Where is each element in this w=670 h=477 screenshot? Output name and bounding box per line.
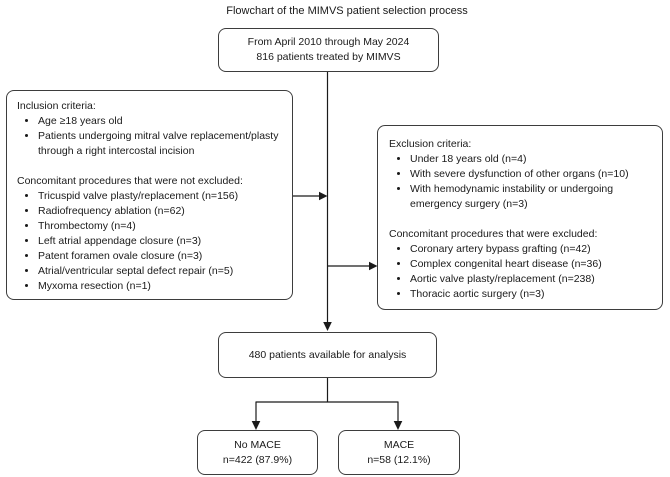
bullet-item: Radiofrequency ablation (n=62) xyxy=(38,204,284,219)
inclusion-items-list: Age ≥18 years oldPatients undergoing mit… xyxy=(17,114,284,159)
bullet-item: Coronary artery bypass grafting (n=42) xyxy=(410,242,654,257)
bullet-item: With severe dysfunction of other organs … xyxy=(410,167,654,182)
start-box: From April 2010 through May 2024 816 pat… xyxy=(218,28,439,72)
bullet-item: Thrombectomy (n=4) xyxy=(38,219,284,234)
start-box-line2: 816 patients treated by MIMVS xyxy=(256,51,401,63)
bullet-item: Complex congenital heart disease (n=36) xyxy=(410,257,654,272)
down-arrowhead-no-mace-icon xyxy=(251,421,261,430)
right-arrowhead-exclusion-icon xyxy=(369,261,378,271)
exclusion-heading: Exclusion criteria: xyxy=(389,138,472,150)
bullet-item: Aortic valve plasty/replacement (n=238) xyxy=(410,272,654,287)
exclusion-criteria-box: Exclusion criteria: Under 18 years old (… xyxy=(377,125,663,310)
excluded-procedures-section: Concomitant procedures that were exclude… xyxy=(389,227,654,302)
figure-title: Flowchart of the MIMVS patient selection… xyxy=(226,5,468,17)
down-arrowhead-analysis-icon xyxy=(323,322,332,331)
bullet-item: Under 18 years old (n=4) xyxy=(410,152,654,167)
no-mace-count: n=422 (87.9%) xyxy=(222,453,293,466)
bullet-item: Left atrial appendage closure (n=3) xyxy=(38,234,284,249)
exclusion-items-list: Under 18 years old (n=4)With severe dysf… xyxy=(389,152,654,212)
not-excluded-procedures-section: Concomitant procedures that were not exc… xyxy=(17,174,284,294)
bullet-item: Myxoma resection (n=1) xyxy=(38,279,284,294)
inclusion-heading: Inclusion criteria: xyxy=(17,100,96,112)
bullet-item: Thoracic aortic surgery (n=3) xyxy=(410,287,654,302)
inclusion-criteria-section: Inclusion criteria: Age ≥18 years oldPat… xyxy=(17,99,284,159)
no-mace-label: No MACE xyxy=(234,438,281,451)
right-arrowhead-mainline-icon xyxy=(319,191,328,201)
not-excluded-items-list: Tricuspid valve plasty/replacement (n=15… xyxy=(17,189,284,294)
bullet-item: Patients undergoing mitral valve replace… xyxy=(38,129,284,159)
bullet-item: With hemodynamic instability or undergoi… xyxy=(410,182,654,212)
no-mace-box: No MACE n=422 (87.9%) xyxy=(197,430,318,475)
exclusion-criteria-section: Exclusion criteria: Under 18 years old (… xyxy=(389,137,654,212)
start-box-line1: From April 2010 through May 2024 xyxy=(247,36,410,48)
analysis-box-text: 480 patients available for analysis xyxy=(248,348,407,361)
bullet-item: Atrial/ventricular septal defect repair … xyxy=(38,264,284,279)
excluded-heading: Concomitant procedures that were exclude… xyxy=(389,228,598,240)
mace-label: MACE xyxy=(383,438,415,451)
not-excluded-heading: Concomitant procedures that were not exc… xyxy=(17,175,243,187)
excluded-items-list: Coronary artery bypass grafting (n=42)Co… xyxy=(389,242,654,302)
bullet-item: Tricuspid valve plasty/replacement (n=15… xyxy=(38,189,284,204)
bullet-item: Patent foramen ovale closure (n=3) xyxy=(38,249,284,264)
down-arrowhead-mace-icon xyxy=(393,421,403,430)
analysis-box: 480 patients available for analysis xyxy=(218,332,437,378)
mace-box: MACE n=58 (12.1%) xyxy=(338,430,460,475)
mace-count: n=58 (12.1%) xyxy=(367,453,431,466)
bullet-item: Age ≥18 years old xyxy=(38,114,284,129)
inclusion-criteria-box: Inclusion criteria: Age ≥18 years oldPat… xyxy=(6,90,293,300)
